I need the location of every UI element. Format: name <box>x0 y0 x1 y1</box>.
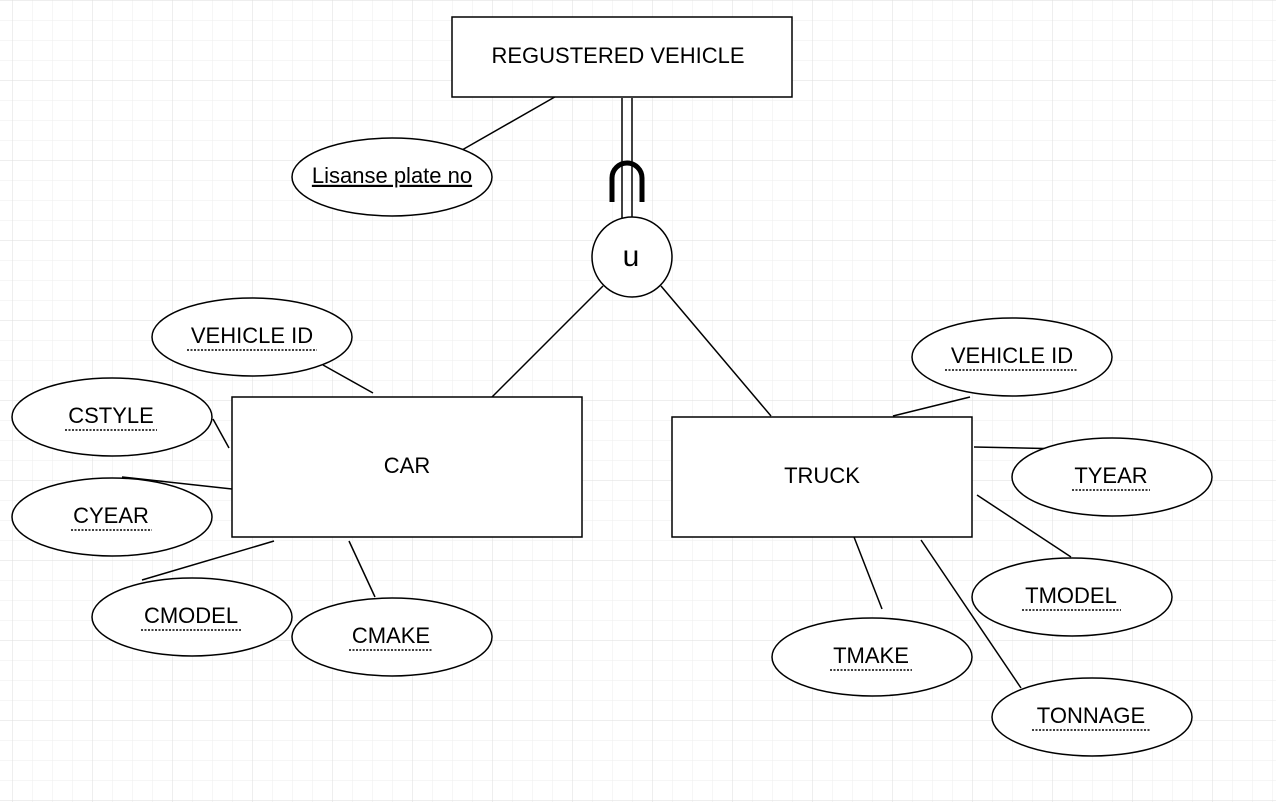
connector-truck-vehicle-id <box>892 396 971 417</box>
connector-union-car <box>491 285 604 398</box>
attribute-truck-tmake[interactable]: TMAKE <box>771 617 973 697</box>
connector-car-vehicle-id <box>322 364 374 394</box>
attribute-car-cmake[interactable]: CMAKE <box>291 597 493 677</box>
entity-registered-vehicle[interactable]: REGUSTERED VEHICLE <box>451 16 793 98</box>
attribute-license-plate-no[interactable]: Lisanse plate no <box>291 137 493 217</box>
attribute-license-plate-no-label: Lisanse plate no <box>312 163 472 188</box>
connector-truck-tmake <box>853 536 883 610</box>
attribute-truck-vehicle-id-label: VEHICLE ID <box>951 343 1073 368</box>
attribute-truck-tmodel-label: TMODEL <box>1025 583 1117 608</box>
attribute-car-cmodel[interactable]: CMODEL <box>91 577 293 657</box>
union-circle-label: u <box>623 240 640 273</box>
entity-truck[interactable]: TRUCK <box>671 416 973 538</box>
attribute-car-vehicle-id-label: VEHICLE ID <box>191 323 313 348</box>
connector-car-cmodel <box>141 540 275 581</box>
attribute-truck-tyear[interactable]: TYEAR <box>1011 437 1213 517</box>
attribute-car-cyear-label: CYEAR <box>73 503 149 528</box>
attribute-truck-tonnage-label: TONNAGE <box>1037 703 1145 728</box>
attribute-truck-tmodel[interactable]: TMODEL <box>971 557 1173 637</box>
attribute-car-cstyle[interactable]: CSTYLE <box>11 377 213 457</box>
entity-registered-vehicle-label: REGUSTERED VEHICLE <box>491 43 744 68</box>
connector-supertype-key-attribute <box>461 93 561 151</box>
attribute-truck-tyear-label: TYEAR <box>1074 463 1147 488</box>
entity-car-label: CAR <box>384 453 430 478</box>
connector-truck-tmodel <box>976 494 1072 558</box>
attribute-car-vehicle-id[interactable]: VEHICLE ID <box>151 297 353 377</box>
entity-truck-label: TRUCK <box>784 463 860 488</box>
subset-symbol-icon <box>609 160 645 202</box>
connector-car-cstyle <box>212 418 230 449</box>
attribute-truck-tonnage[interactable]: TONNAGE <box>991 677 1193 757</box>
attribute-car-cstyle-label: CSTYLE <box>68 403 154 428</box>
attribute-car-cmake-label: CMAKE <box>352 623 430 648</box>
union-circle[interactable]: u <box>591 216 673 298</box>
attribute-car-cmodel-label: CMODEL <box>144 603 238 628</box>
attribute-truck-vehicle-id[interactable]: VEHICLE ID <box>911 317 1113 397</box>
attribute-truck-tmake-label: TMAKE <box>833 643 909 668</box>
attribute-car-cyear[interactable]: CYEAR <box>11 477 213 557</box>
entity-car[interactable]: CAR <box>231 396 583 538</box>
connector-car-cmake <box>348 540 376 598</box>
connector-union-truck <box>660 285 772 417</box>
connector-truck-tonnage <box>920 539 1022 689</box>
